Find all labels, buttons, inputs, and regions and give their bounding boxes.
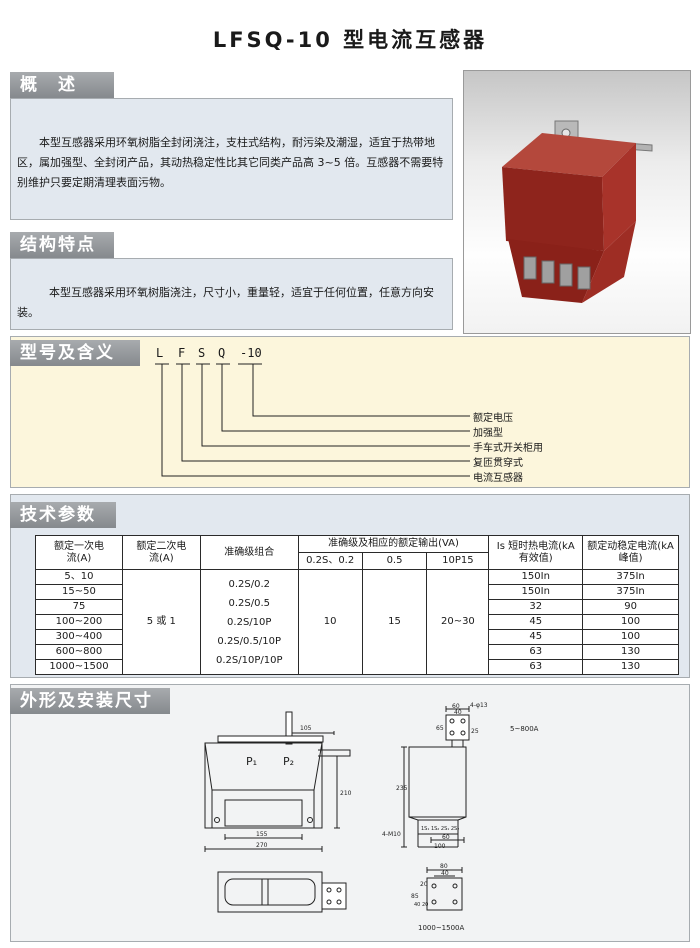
transformer-image <box>502 120 653 303</box>
features-panel: 本型互感器采用环氧树脂浇注，尺寸小，重量轻，适宜于任何位置，任意方向安装。 <box>10 258 453 330</box>
cell-dynamic: 130 <box>582 659 679 675</box>
front-view <box>204 711 351 852</box>
cell-secondary: 5 或 1 <box>121 569 201 675</box>
dim-100: 100 <box>434 843 446 850</box>
dim-40b: 40 <box>441 870 449 877</box>
accuracy-option: 0.2S/0.5 <box>228 597 270 609</box>
dim-25: 25 <box>471 728 479 735</box>
model-letter-s: S <box>198 346 206 360</box>
side-view <box>401 706 470 848</box>
dim-40: 40 <box>454 709 462 716</box>
dim-210: 210 <box>340 790 352 797</box>
cell-accuracy-options: 0.2S/0.2 0.2S/0.5 0.2S/10P 0.2S/0.5/10P … <box>199 569 299 675</box>
accuracy-option: 0.2S/0.2 <box>228 578 270 590</box>
accuracy-option: 0.2S/10P/10P <box>215 654 283 666</box>
overview-label: 概 述 <box>10 72 114 98</box>
dim-85: 85 <box>411 893 419 900</box>
product-photo <box>463 70 691 334</box>
spec-label: 技术参数 <box>10 502 116 528</box>
meaning-reinforced: 加强型 <box>473 428 503 439</box>
dim-m10: 4-M10 <box>382 831 401 838</box>
features-text: 本型互感器采用环氧树脂浇注，尺寸小，重量轻，适宜于任何位置，任意方向安装。 <box>17 286 434 319</box>
dimensions-label: 外形及安装尺寸 <box>10 688 170 714</box>
dimensions-panel <box>10 684 690 942</box>
dim-20: 20 <box>420 881 428 888</box>
cell-output-10p15: 20~30 <box>426 569 490 675</box>
model-label: 型号及含义 <box>10 340 140 366</box>
dim-40-20: 40 20 <box>414 902 428 908</box>
spec-table: 额定一次电流(A) 额定二次电流(A) 准确级组合 准确级及相应的额定输出(VA… <box>35 535 679 675</box>
cell-thermal: 63 <box>488 659 584 675</box>
dim-80: 80 <box>440 863 448 870</box>
page-title: LFSQ-10 型电流互感器 <box>212 28 488 52</box>
dim-60b: 60 <box>442 834 450 841</box>
dim-270: 270 <box>256 842 268 849</box>
terminal-view-large <box>426 867 463 911</box>
accuracy-option: 0.2S/0.5/10P <box>217 635 282 647</box>
dim-60: 60 <box>452 703 460 710</box>
note-5-800a: 5~800A <box>510 725 539 733</box>
meaning-switchgear: 手车式开关柜用 <box>473 443 543 454</box>
model-diagram: L F S Q -10 额定电压 加强型 手车式开关柜用 复匝贯穿式 电流互感器 <box>10 336 690 488</box>
dim-65: 65 <box>436 725 444 732</box>
note-1000-1500a: 1000~1500A <box>418 924 464 932</box>
header-thermal: Is 短时热电流(kA有效值) <box>488 535 584 570</box>
dim-holes: 4-φ13 <box>470 702 488 709</box>
dim-155: 155 <box>256 831 268 838</box>
top-view <box>217 871 347 913</box>
meaning-multiturn: 复匝贯穿式 <box>473 458 523 469</box>
cell-primary: 1000~1500 <box>35 659 123 675</box>
model-voltage: -10 <box>240 346 262 360</box>
overview-text: 本型互感器采用环氧树脂全封闭浇注，支柱式结构，耐污染及潮湿，适宜于热带地区，属加… <box>17 136 444 189</box>
meaning-voltage: 额定电压 <box>473 413 513 424</box>
dim-105: 105 <box>300 725 312 732</box>
cell-output-02s: 10 <box>297 569 363 675</box>
terminal-labels: 1S₁ 1S₂ 2S₁ 2S₂ <box>421 826 459 832</box>
dim-235: 235 <box>396 785 408 792</box>
meaning-ct: 电流互感器 <box>473 473 523 484</box>
overview-panel: 本型互感器采用环氧树脂全封闭浇注，支柱式结构，耐污染及潮湿，适宜于热带地区，属加… <box>10 98 453 220</box>
label-p1: P₁ <box>246 755 257 768</box>
accuracy-option: 0.2S/10P <box>227 616 272 628</box>
model-letter-f: F <box>178 346 186 360</box>
model-leader-lines <box>155 363 470 477</box>
header-output-02s: 0.2S、0.2 <box>297 552 363 570</box>
model-letter-l: L <box>156 346 164 360</box>
features-label: 结构特点 <box>10 232 114 258</box>
model-letter-q: Q <box>218 346 226 360</box>
label-p2: P₂ <box>283 755 294 768</box>
